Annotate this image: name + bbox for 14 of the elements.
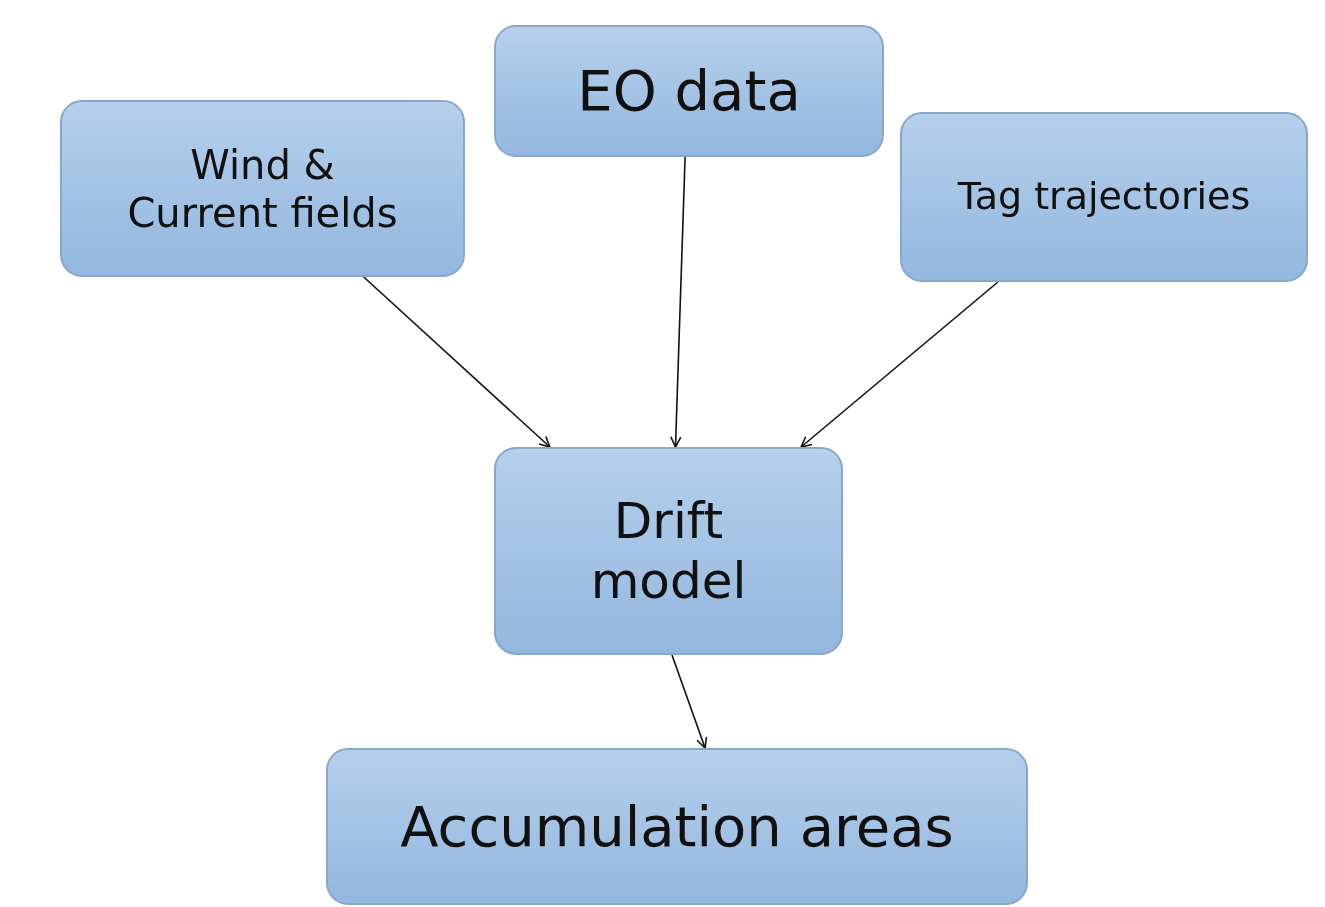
arrow [671, 654, 708, 749]
box-label: Drift model [589, 491, 748, 611]
arrow [362, 276, 551, 448]
process-box [494, 447, 843, 655]
box-label: EO data [577, 57, 801, 125]
process-box [60, 100, 465, 277]
process-box [326, 748, 1028, 905]
box-label: Accumulation areas [400, 792, 954, 861]
arrow [800, 281, 999, 448]
arrow [670, 156, 686, 448]
process-box [494, 25, 884, 157]
box-label: Tag trajectories [957, 174, 1251, 220]
process-box [900, 112, 1308, 282]
box-label: Wind & Current fields [126, 140, 399, 237]
